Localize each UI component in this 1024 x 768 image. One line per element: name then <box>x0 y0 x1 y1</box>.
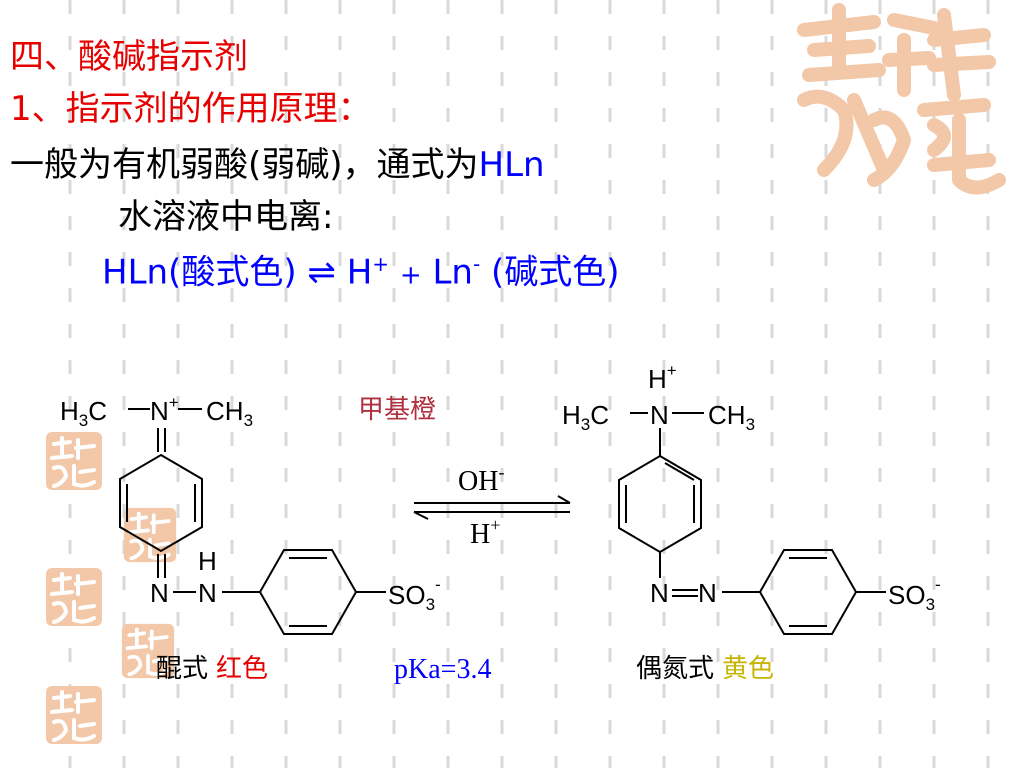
right-n1: N <box>650 578 669 608</box>
general-formula-prefix: 一般为有机弱酸(弱碱)，通式为 <box>10 145 479 185</box>
arrow-bottom-reagent: H+ <box>470 515 500 550</box>
general-formula: HLn <box>478 145 545 185</box>
left-so3-group: SO3- <box>388 575 441 614</box>
ji-xiang-ru-yi-seal-icon <box>46 432 102 490</box>
right-h3c-group: H3C <box>562 400 609 434</box>
left-nh-h: H <box>198 546 217 576</box>
left-form-label: 醌式红色 <box>156 654 268 684</box>
right-ch3-group: CH3 <box>708 400 755 434</box>
equation-h: H <box>346 252 373 293</box>
ji-xiang-ru-yi-seal-icon <box>797 3 1006 195</box>
compound-name: 甲基橙 <box>358 395 436 425</box>
right-form-label: 偶氮式黄色 <box>636 654 774 684</box>
pka-value: pKa=3.4 <box>394 654 491 685</box>
equilibrium-arrows <box>413 495 571 520</box>
right-so3-group: SO3- <box>888 575 941 614</box>
slide-title: 四、酸碱指示剂 <box>10 37 248 77</box>
general-formula-line: 一般为有机弱酸(弱碱)，通式为HLn <box>10 148 545 182</box>
equation-right: (碱式色) <box>491 252 620 293</box>
equation-ln-charge: - <box>472 252 481 276</box>
slide-subtitle: 1、指示剂的作用原理： <box>10 89 372 129</box>
right-h-plus: H+ <box>648 361 677 394</box>
left-h3c-group: H3C <box>60 396 107 430</box>
equation-plus: + <box>399 260 422 291</box>
right-azo-bonds <box>618 412 886 635</box>
ionization-equation: HLn(酸式色) ⇌ H+ + Ln- (碱式色) <box>102 254 620 289</box>
left-n-plus: N+ <box>150 393 179 426</box>
equation-left: HLn(酸式色) <box>102 252 297 293</box>
ionization-label: 水溶液中电离: <box>118 197 334 237</box>
left-quinoid-bonds <box>119 408 386 635</box>
ji-xiang-ru-yi-seal-icon <box>46 568 102 626</box>
equilibrium-arrow: ⇌ <box>307 252 336 293</box>
arrow-top-reagent: OH- <box>458 462 504 497</box>
equation-ln: Ln <box>432 252 473 293</box>
left-n1: N <box>150 578 169 608</box>
equation-h-charge: + <box>372 252 390 276</box>
left-ch3-group: CH3 <box>206 396 253 430</box>
ji-xiang-ru-yi-seal-icon <box>121 623 175 679</box>
right-n2: N <box>698 578 717 608</box>
ji-xiang-ru-yi-seal-icon <box>46 686 102 744</box>
left-n2: N <box>198 578 217 608</box>
ji-xiang-ru-yi-seal-icon <box>123 507 177 563</box>
right-n: N <box>650 400 669 430</box>
